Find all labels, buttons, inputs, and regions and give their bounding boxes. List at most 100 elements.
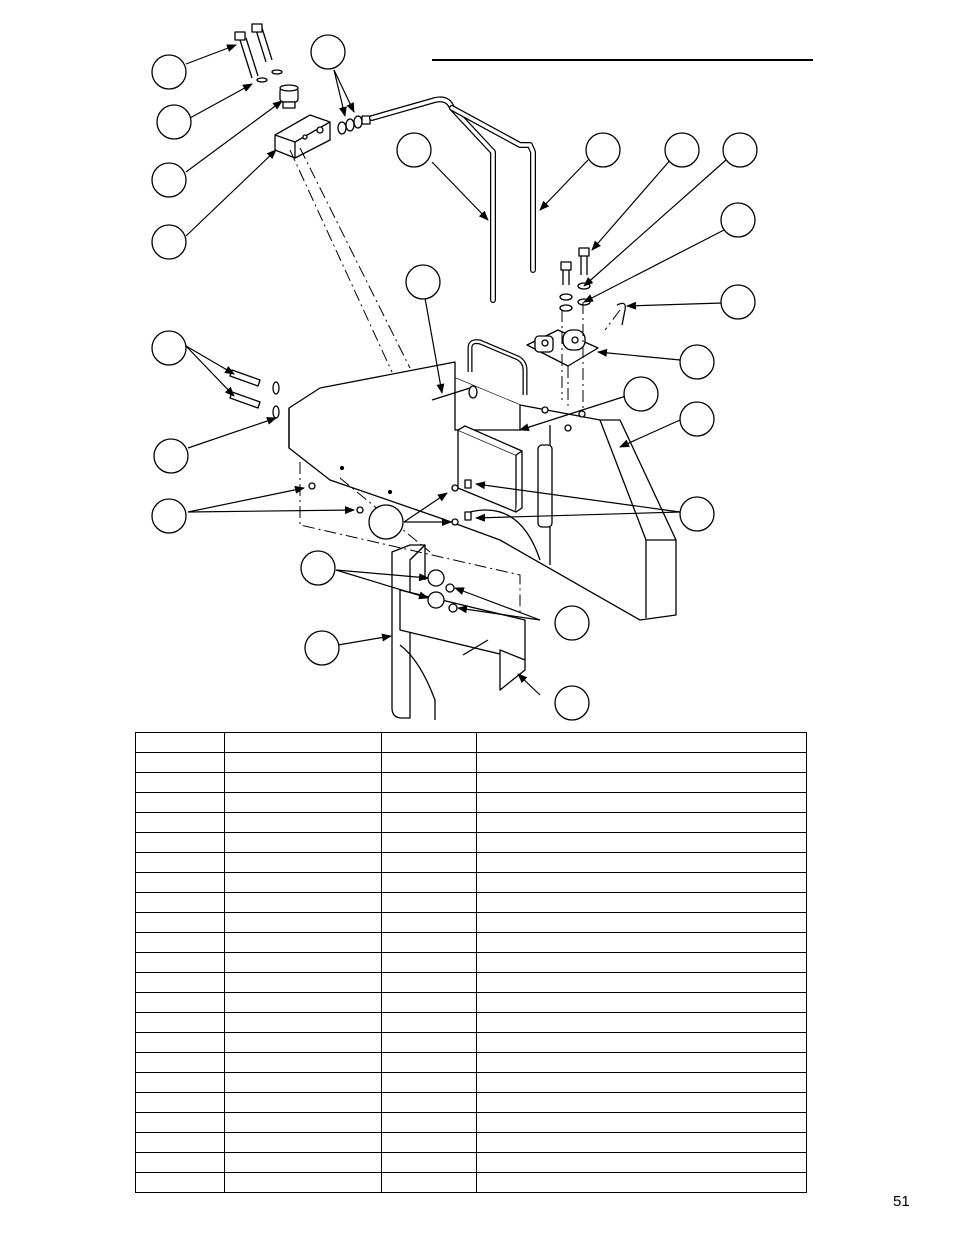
table-cell: [381, 1072, 477, 1093]
table-cell: [224, 952, 382, 973]
table-row: [135, 912, 807, 933]
table-cell: [476, 1152, 807, 1173]
callout-bubble: [304, 630, 340, 666]
callout-bubble: [722, 132, 758, 168]
table-row: [135, 1172, 807, 1193]
table-cell: [476, 952, 807, 973]
table-row: [135, 872, 807, 893]
table-cell: [476, 992, 807, 1013]
table-cell: [476, 752, 807, 773]
table-cell: [381, 812, 477, 833]
table-cell: [381, 972, 477, 993]
table-cell: [476, 1052, 807, 1073]
callout-bubble: [679, 344, 715, 380]
lower-guard: [391, 544, 526, 720]
parts-drawing: [229, 23, 677, 720]
table-cell: [224, 832, 382, 853]
tube-nuts: [337, 115, 371, 135]
hydraulic-tube: [369, 96, 536, 303]
table-cell: [224, 732, 382, 753]
table-cell: [224, 972, 382, 993]
table-row: [135, 772, 807, 793]
bolt-pair-top: [234, 23, 283, 83]
table-cell: [135, 1172, 225, 1193]
table-row: [135, 1072, 807, 1093]
table-cell: [135, 812, 225, 833]
callout-bubble: [300, 550, 336, 586]
parts-list-body: [135, 732, 807, 1193]
table-row: [135, 752, 807, 773]
table-cell: [135, 772, 225, 793]
table-cell: [135, 1132, 225, 1153]
table-row: [135, 952, 807, 973]
table-cell: [476, 1032, 807, 1053]
table-cell: [476, 972, 807, 993]
fitting: [279, 84, 299, 109]
table-row: [135, 932, 807, 953]
table-row: [135, 732, 807, 753]
handle: [467, 339, 528, 395]
table-row: [135, 1092, 807, 1113]
table-cell: [381, 772, 477, 793]
table-cell: [224, 892, 382, 913]
table-cell: [135, 892, 225, 913]
table-cell: [476, 932, 807, 953]
table-cell: [381, 1092, 477, 1113]
table-cell: [224, 1072, 382, 1093]
table-row: [135, 1012, 807, 1033]
table-row: [135, 1052, 807, 1073]
table-cell: [381, 872, 477, 893]
table-cell: [224, 1132, 382, 1153]
table-cell: [224, 1012, 382, 1033]
table-cell: [224, 852, 382, 873]
table-cell: [381, 1012, 477, 1033]
table-cell: [135, 752, 225, 773]
table-cell: [476, 912, 807, 933]
table-row: [135, 972, 807, 993]
table-cell: [224, 1032, 382, 1053]
table-cell: [135, 832, 225, 853]
table-cell: [135, 872, 225, 893]
table-cell: [381, 1132, 477, 1153]
table-cell: [476, 1112, 807, 1133]
table-row: [135, 1032, 807, 1053]
table-cell: [476, 872, 807, 893]
table-cell: [381, 752, 477, 773]
table-cell: [135, 1072, 225, 1093]
table-cell: [381, 992, 477, 1013]
callout-bubble: [679, 496, 715, 532]
table-cell: [135, 952, 225, 973]
table-cell: [381, 732, 477, 753]
leader-lines: [185, 44, 727, 696]
table-cell: [135, 1052, 225, 1073]
table-cell: [224, 932, 382, 953]
callout-bubble: [720, 284, 756, 320]
table-cell: [135, 792, 225, 813]
table-cell: [381, 852, 477, 873]
callout-bubble: [151, 162, 187, 198]
table-cell: [476, 1012, 807, 1033]
table-cell: [224, 1152, 382, 1173]
table-cell: [135, 1152, 225, 1173]
callout-bubble: [405, 264, 441, 300]
callout-bubble: [554, 605, 590, 641]
table-cell: [135, 852, 225, 873]
table-cell: [476, 812, 807, 833]
table-cell: [476, 1172, 807, 1193]
bolts-left: [229, 369, 280, 419]
table-cell: [135, 1012, 225, 1033]
callout-bubble: [151, 54, 187, 90]
table-row: [135, 1152, 807, 1173]
table-cell: [476, 1072, 807, 1093]
table-row: [135, 1112, 807, 1133]
screws: [308, 479, 472, 526]
callout-bubble: [679, 401, 715, 437]
table-cell: [381, 1152, 477, 1173]
table-row: [135, 992, 807, 1013]
table-cell: [381, 1112, 477, 1133]
table-cell: [381, 952, 477, 973]
table-cell: [224, 1112, 382, 1133]
callout-bubble: [151, 330, 187, 366]
table-cell: [476, 792, 807, 813]
callout-bubble: [623, 376, 659, 412]
